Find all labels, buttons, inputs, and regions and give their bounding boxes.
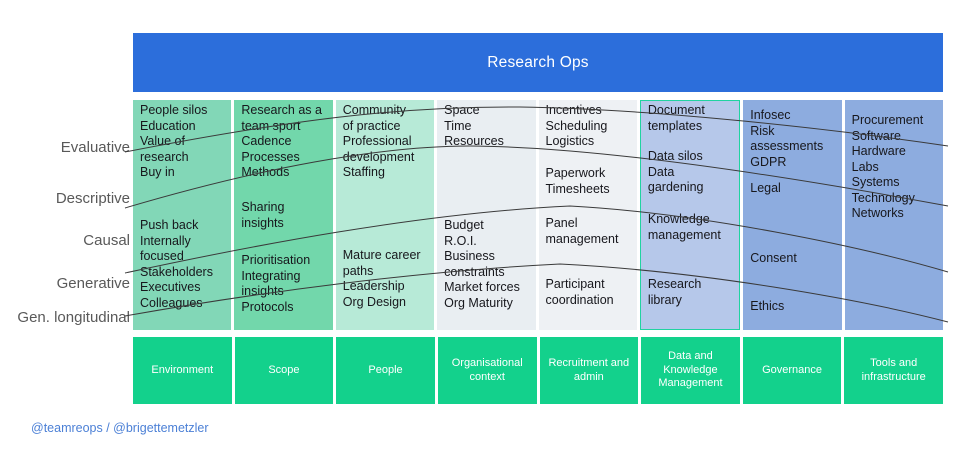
- cell-group: Paperwork Timesheets: [545, 166, 610, 196]
- row-label-generative: Generative: [56, 275, 130, 292]
- cell-group: People silos Education Value of research…: [140, 103, 208, 179]
- column-recruitment-admin: Incentives Scheduling Logistics Paperwor…: [538, 100, 637, 330]
- cell-group: Sharing insights: [241, 200, 285, 230]
- cell-group: Panel management: [545, 216, 619, 246]
- cell-group: Community of practice Professional devel…: [342, 103, 415, 179]
- cell-group: Space Time Resources: [444, 103, 504, 148]
- category-grid: People silos Education Value of research…: [133, 100, 943, 330]
- row-label-causal: Causal: [83, 232, 130, 249]
- category-chips: Environment Scope People Organisational …: [133, 337, 943, 404]
- category-people[interactable]: People: [336, 337, 435, 404]
- cell-group: Data silos Data gardening: [647, 149, 704, 194]
- row-label-evaluative: Evaluative: [60, 139, 130, 156]
- cell-group: Legal: [750, 181, 781, 195]
- column-governance: Infosec Risk assessments GDPR Legal Cons…: [743, 100, 842, 330]
- header-band: Research Ops: [133, 33, 943, 92]
- column-organisational-context: Space Time Resources Budget R.O.I. Busin…: [437, 100, 536, 330]
- cell-group: Procurement Software Hardware Labs Syste…: [851, 113, 924, 220]
- row-label-descriptive: Descriptive: [55, 190, 130, 207]
- cell-group: Ethics: [750, 299, 785, 313]
- page-title: Research Ops: [487, 53, 589, 71]
- column-tools-infrastructure: Procurement Software Hardware Labs Syste…: [844, 100, 943, 330]
- cell-group: Document templates: [647, 103, 705, 133]
- author-credit[interactable]: @teamreops / @brigettemetzler: [31, 421, 209, 435]
- category-scope[interactable]: Scope: [234, 337, 334, 404]
- cell-group: Mature career paths Leadership Org Desig…: [342, 248, 421, 309]
- category-governance[interactable]: Governance: [742, 337, 842, 404]
- cell-group: Consent: [750, 251, 797, 265]
- column-scope: Research as a team sport Cadence Process…: [234, 100, 333, 330]
- column-people: Community of practice Professional devel…: [335, 100, 435, 330]
- cell-group: Prioritisation Integrating insights Prot…: [241, 253, 311, 314]
- cell-group: Infosec Risk assessments GDPR: [750, 108, 824, 169]
- cell-group: Budget R.O.I. Business constraints Marke…: [444, 218, 520, 310]
- cell-group: Push back Internally focused Stakeholder…: [140, 218, 213, 310]
- category-organisational-context[interactable]: Organisational context: [437, 337, 537, 404]
- cell-group: Incentives Scheduling Logistics: [545, 103, 608, 148]
- cell-group: Participant coordination: [545, 277, 614, 307]
- cell-group: Research library: [647, 277, 702, 307]
- column-environment: People silos Education Value of research…: [133, 100, 232, 330]
- category-tools-infrastructure[interactable]: Tools and infrastructure: [844, 337, 943, 404]
- cell-group: Research as a team sport Cadence Process…: [241, 103, 322, 179]
- category-environment[interactable]: Environment: [133, 337, 232, 404]
- row-label-gen-longitudinal: Gen. longitudinal: [17, 309, 130, 326]
- cell-group: Knowledge management: [647, 212, 721, 242]
- category-data-knowledge[interactable]: Data and Knowledge Management: [641, 337, 740, 404]
- column-data-knowledge: Document templates Data silos Data garde…: [639, 100, 741, 330]
- category-recruitment-admin[interactable]: Recruitment and admin: [539, 337, 639, 404]
